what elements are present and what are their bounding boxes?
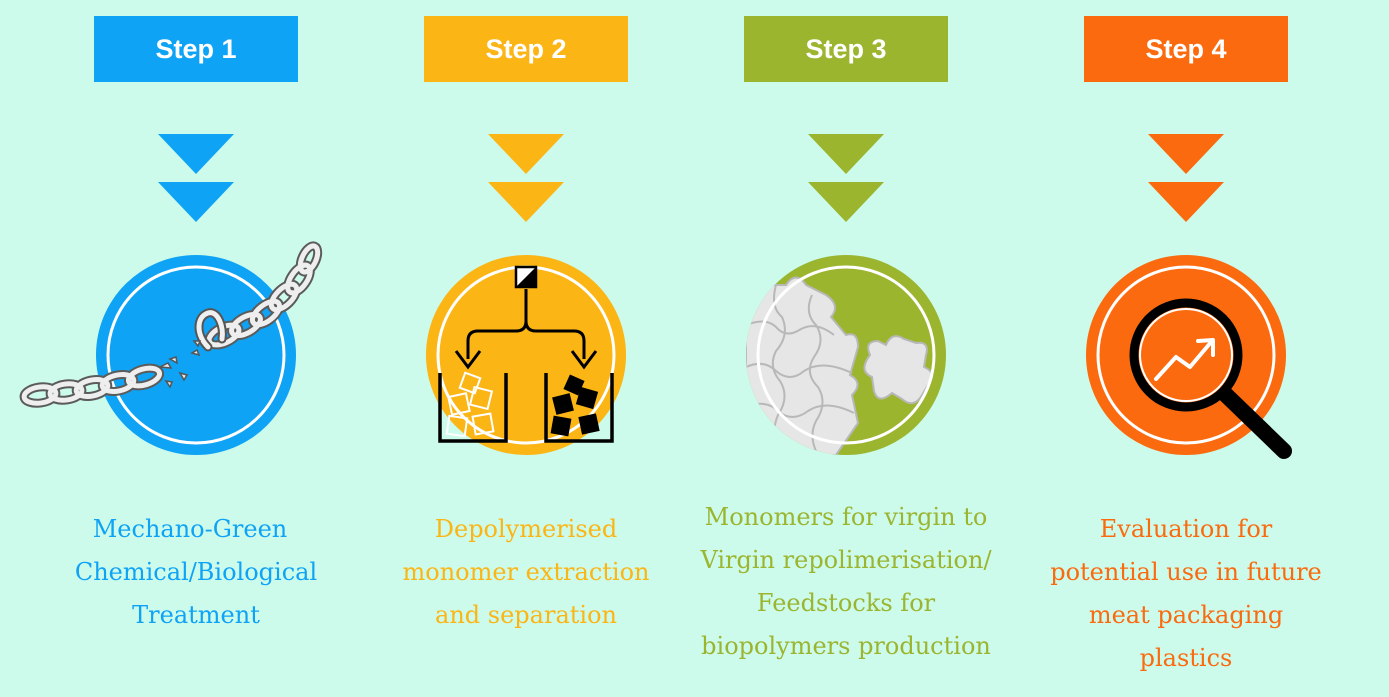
description-line: Evaluation for [1036, 508, 1336, 551]
double-chevron-down-icon [158, 134, 234, 224]
step-2-label: Step 2 [424, 16, 628, 82]
step-2: Step 2 [376, 0, 676, 697]
step-2-description: Depolymerised monomer extraction and sep… [376, 508, 676, 637]
description-line: and separation [376, 594, 676, 637]
step-1-description: Mechano-Green Chemical/Biological Treatm… [46, 508, 346, 637]
double-chevron-down-icon [1148, 134, 1224, 224]
description-line: potential use in future [1036, 551, 1336, 594]
step-4-label: Step 4 [1084, 16, 1288, 82]
description-line: Depolymerised [376, 508, 676, 551]
step-4-description: Evaluation for potential use in future m… [1036, 508, 1336, 680]
step-3: Step 3 M [696, 0, 996, 697]
description-line: Mechano-Green [34, 508, 346, 551]
step-1-label: Step 1 [94, 16, 298, 82]
step-1: Step 1 [46, 0, 346, 697]
step-4: Step 4 Evaluation for potential use in f… [1036, 0, 1336, 697]
description-line: Monomers for virgin to [696, 496, 996, 539]
description-line: Chemical/Biological [46, 551, 346, 594]
description-line: Feedstocks for [696, 582, 996, 625]
double-chevron-down-icon [808, 134, 884, 224]
description-line: Treatment [46, 594, 346, 637]
step-3-description: Monomers for virgin to Virgin repolimeri… [696, 496, 996, 668]
description-line: biopolymers production [696, 625, 996, 668]
split-sort-icon [426, 255, 626, 455]
puzzle-icon [746, 255, 946, 455]
description-line: meat packaging [1036, 594, 1336, 637]
description-line: monomer extraction [376, 551, 676, 594]
description-line: plastics [1036, 637, 1336, 680]
step-3-label: Step 3 [744, 16, 948, 82]
description-line: Virgin repolimerisation/ [696, 539, 996, 582]
double-chevron-down-icon [488, 134, 564, 224]
magnifier-trend-icon [1086, 255, 1286, 455]
broken-chain-icon [96, 255, 296, 455]
